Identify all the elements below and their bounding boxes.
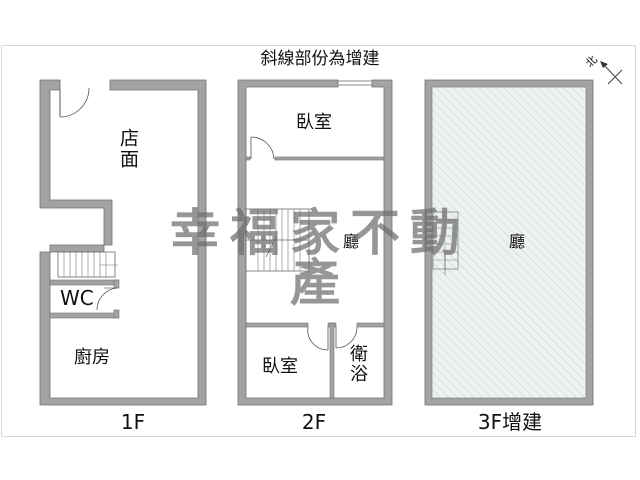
stairs-icon <box>432 211 459 275</box>
room-label-bedroom-upper: 臥室 <box>296 112 332 133</box>
room-label-kitchen: 廚房 <box>74 347 110 368</box>
stairs-icon <box>245 208 310 272</box>
wc-door-icon <box>96 287 118 311</box>
plan-frame <box>1 45 636 437</box>
door-icon <box>59 87 90 118</box>
room-label-bathroom: 衛浴 <box>347 344 368 384</box>
plan-title: 斜線部份為增建 <box>260 49 380 69</box>
floor-2f-plan <box>237 79 393 406</box>
window-icon <box>338 80 372 86</box>
room-label-living-3f: 廳 <box>509 232 526 251</box>
floor-label-3f: 3F增建 <box>477 410 543 434</box>
bedroom-door-icon <box>307 326 329 351</box>
stairs-icon <box>57 251 118 278</box>
room-label-bedroom-lower: 臥室 <box>262 356 298 377</box>
room-label-wc: WC <box>60 286 94 310</box>
floor-label-2f: 2F <box>301 410 327 434</box>
door-icon <box>250 136 275 160</box>
room-label-storefront: 店面 <box>117 128 139 170</box>
floor-label-1f: 1F <box>120 410 146 434</box>
bathroom-door-icon <box>335 326 358 349</box>
room-label-living: 廳 <box>343 232 360 251</box>
floor-3f-plan <box>424 79 594 406</box>
north-arrow-icon <box>600 61 623 85</box>
floor-1f-plan <box>39 79 207 406</box>
